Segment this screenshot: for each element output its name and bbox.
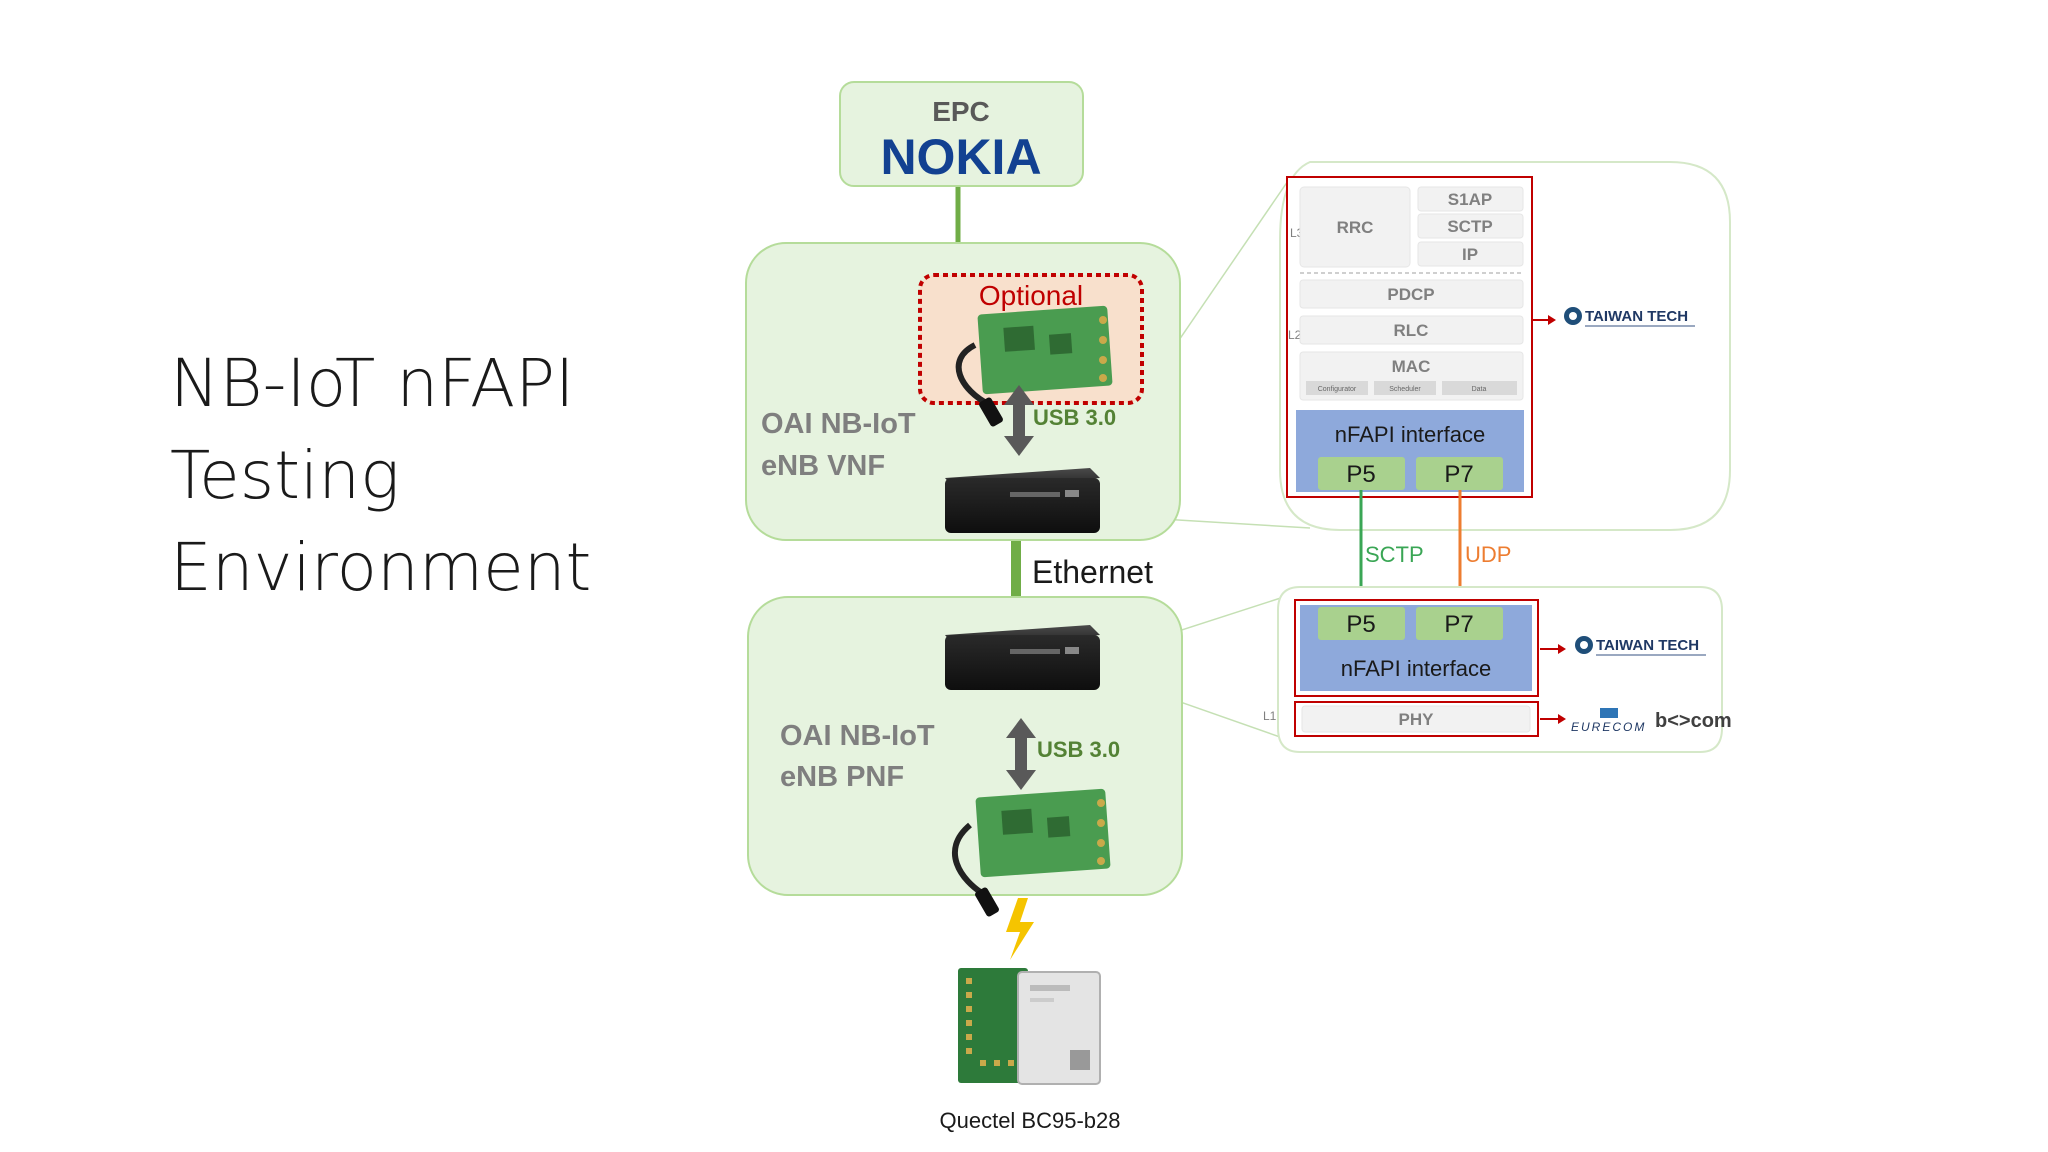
pnf-nfapi-label: nFAPI interface <box>1341 656 1491 681</box>
lightning-icon <box>1006 898 1034 960</box>
svg-text:TAIWAN TECH: TAIWAN TECH <box>1585 308 1688 325</box>
ethernet-label: Ethernet <box>1032 554 1153 590</box>
pnf-stack-panel: P5 P7 nFAPI interface L1 PHY <box>1263 586 1723 753</box>
slide-title: NB-IoT nFAPI Testing Environment <box>170 338 591 614</box>
vnf-nfapi-label: nFAPI interface <box>1335 422 1485 447</box>
pdcp-block: PDCP <box>1387 285 1434 304</box>
usb-label-vnf: USB 3.0 <box>1033 405 1116 430</box>
optional-label: Optional <box>979 280 1083 311</box>
epc-label: EPC <box>932 96 990 127</box>
sctp-label: SCTP <box>1365 542 1424 567</box>
pnf-label-line-1: OAI NB-IoT <box>780 720 935 752</box>
usb-arrow-pnf <box>1006 718 1036 790</box>
ip-block: IP <box>1462 245 1478 264</box>
mini-pc-icon <box>945 625 1100 690</box>
mac-sub-scheduler: Scheduler <box>1389 386 1421 393</box>
vnf-p5-port: P5 <box>1346 461 1375 488</box>
taiwan-tech-logo: TAIWAN TECH <box>1564 307 1695 327</box>
pnf-p5-port: P5 <box>1346 611 1375 638</box>
mac-sub-data: Data <box>1472 386 1487 393</box>
mini-pc-icon <box>945 468 1100 533</box>
sdr-board-icon <box>951 788 1111 917</box>
l2-label: L2 <box>1288 328 1302 342</box>
pnf-p7-port: P7 <box>1444 611 1473 638</box>
udp-label: UDP <box>1465 542 1511 567</box>
usb-label-pnf: USB 3.0 <box>1037 737 1120 762</box>
svg-text:EURECOM: EURECOM <box>1571 720 1646 734</box>
phy-block: PHY <box>1399 710 1435 729</box>
rrc-block: RRC <box>1337 218 1374 237</box>
sdr-board-icon <box>955 305 1113 427</box>
sctp-block: SCTP <box>1447 217 1492 236</box>
taiwan-tech-logo: TAIWAN TECH <box>1575 636 1706 656</box>
nbiot-module-icon <box>958 968 1101 1085</box>
bcom-logo: b<>com <box>1655 710 1732 732</box>
vnf-label-line-2: eNB VNF <box>761 450 885 482</box>
pnf-label-line-2: eNB PNF <box>780 761 904 793</box>
title-line-3: Environment <box>170 529 592 606</box>
mac-sub-configurator: Configurator <box>1318 386 1357 393</box>
s1ap-block: S1AP <box>1448 190 1492 209</box>
mac-block: MAC <box>1392 357 1431 376</box>
l1-label: L1 <box>1263 709 1277 723</box>
pnf-box: OAI NB-IoT eNB PNF USB 3.0 <box>747 596 1183 917</box>
nokia-logo: NOKIA <box>880 129 1041 185</box>
title-line-1: NB-IoT nFAPI <box>170 345 575 422</box>
vnf-p7-port: P7 <box>1444 461 1473 488</box>
usb-arrow-vnf <box>1004 385 1034 456</box>
eurecom-logo: EURECOM <box>1571 708 1646 734</box>
title-line-2: Testing <box>170 437 400 514</box>
svg-text:TAIWAN TECH: TAIWAN TECH <box>1596 637 1699 654</box>
vnf-box: Optional USB 3.0 OAI NB-IoT eNB VNF <box>745 242 1181 541</box>
vnf-label-line-1: OAI NB-IoT <box>761 408 916 440</box>
epc-box: EPC NOKIA <box>839 81 1084 187</box>
vnf-stack-panel: L3 RRC S1AP SCTP IP PDCP L2 RLC MAC Conf… <box>1279 161 1731 531</box>
rlc-block: RLC <box>1394 321 1429 340</box>
module-caption: Quectel BC95-b28 <box>940 1108 1121 1133</box>
